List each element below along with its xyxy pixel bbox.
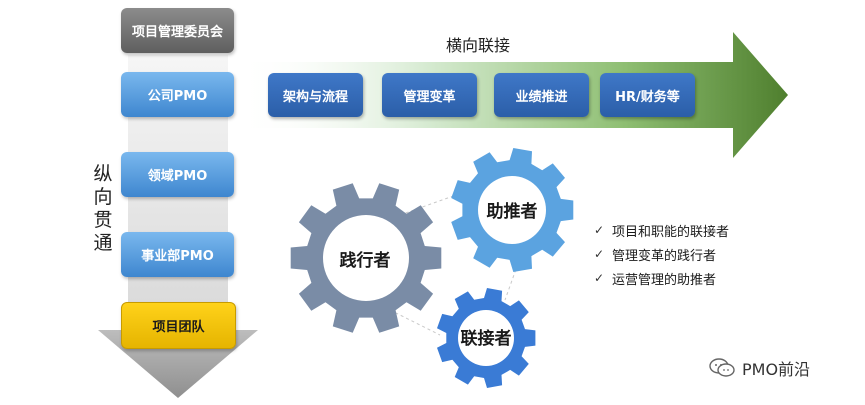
list-item: ✓ 管理变革的践行者 [594,242,729,266]
level-project-team: 项目团队 [121,302,236,349]
wechat-icon [709,358,735,377]
list-item: ✓ 项目和职能的联接者 [594,218,729,242]
gear-practitioner-hub [323,215,409,301]
item-management-change: 管理变革 [382,73,477,117]
gear-promoter-icon [451,148,574,272]
watermark: PMO前沿 [708,356,810,380]
gear-promoter-hub [478,176,546,244]
item-hr-finance: HR/财务等 [600,73,695,117]
level-project-committee: 项目管理委员会 [121,8,234,53]
level-division-pmo: 事业部PMO [121,232,234,277]
role-text: 管理变革的践行者 [612,248,717,264]
check-icon: ✓ [594,223,605,237]
check-icon: ✓ [594,271,605,285]
item-architecture-process: 架构与流程 [268,73,363,117]
roles-list: ✓ 项目和职能的联接者 ✓ 管理变革的践行者 ✓ 运营管理的助推者 [594,218,729,290]
gear-practitioner-icon [290,183,442,333]
gear-connector-hub [458,310,514,366]
vertical-label: 纵 向 贯 通 [92,163,114,255]
vertical-label-char-4: 通 [93,232,113,254]
gear-connector-icon [437,288,536,388]
vertical-label-char-1: 纵 [93,163,113,185]
check-icon: ✓ [594,247,605,261]
gear-connector-label: 联接者 [461,328,512,349]
watermark-text: PMO前沿 [742,360,811,379]
level-company-pmo: 公司PMO [121,72,234,117]
list-item: ✓ 运营管理的助推者 [594,266,729,290]
gear-practitioner-label: 践行者 [340,250,391,271]
vertical-label-char-2: 向 [93,186,113,208]
role-text: 运营管理的助推者 [612,272,717,288]
item-performance: 业绩推进 [494,73,589,117]
level-domain-pmo: 领域PMO [121,152,234,197]
vertical-label-char-3: 贯 [93,209,113,231]
gear-promoter-label: 助推者 [487,201,538,222]
role-text: 项目和职能的联接者 [612,224,730,240]
horizontal-label: 横向联接 [446,36,511,55]
